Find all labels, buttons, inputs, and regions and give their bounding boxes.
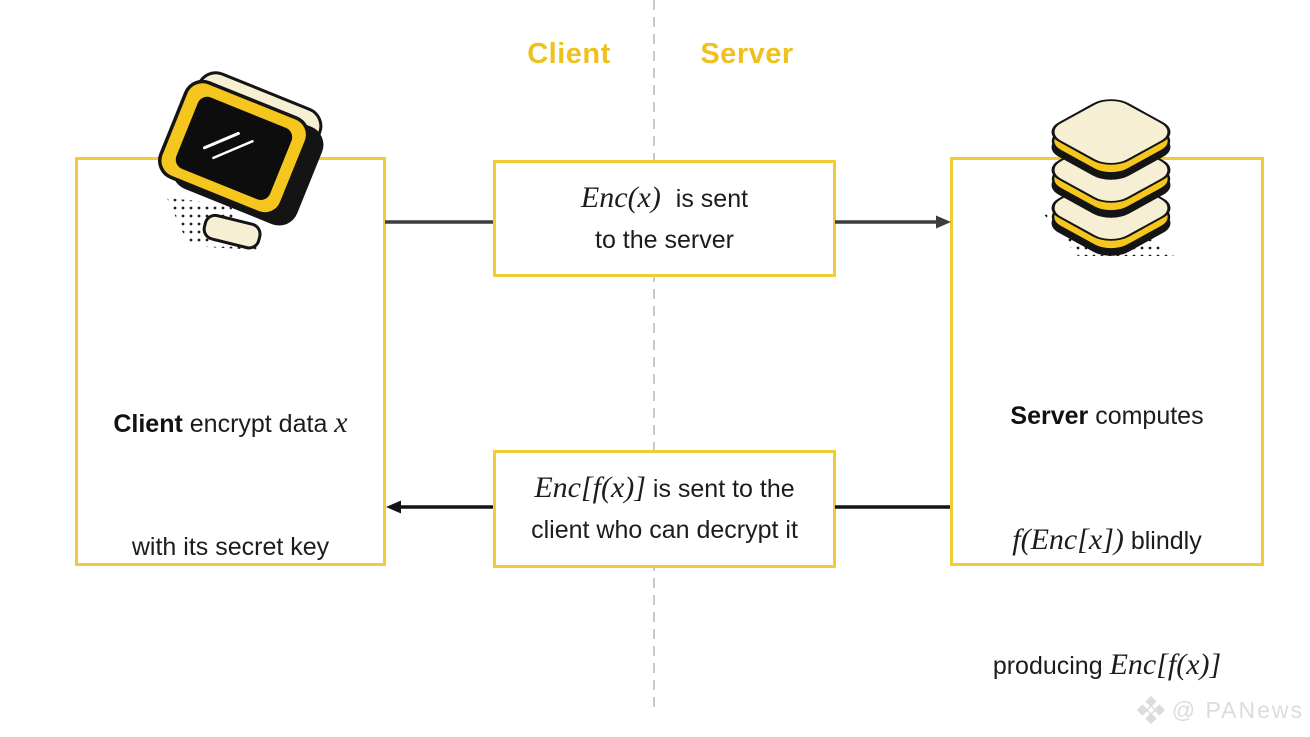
bottom-message-line2: client who can decrypt it bbox=[531, 516, 798, 544]
bottom-message-line1: Enc[f(x)] is sent to the bbox=[534, 467, 794, 510]
enc-x-formula: Enc(x) bbox=[580, 180, 661, 214]
client-server-divider-line bbox=[653, 0, 655, 712]
top-message-line2: to the server bbox=[595, 225, 734, 254]
client-to-message-connector bbox=[385, 220, 493, 224]
enc-f-x-result-formula: Enc[f(x)] bbox=[1109, 648, 1222, 681]
client-caption-bold: Client bbox=[113, 410, 183, 438]
watermark: @ PANews bbox=[1136, 696, 1304, 724]
watermark-text: @ PANews bbox=[1171, 696, 1304, 723]
enc-f-x-formula: Enc[f(x)] bbox=[534, 471, 646, 504]
arrow-head-left bbox=[386, 500, 401, 514]
message-to-client-arrow bbox=[386, 500, 493, 514]
panews-logo-icon bbox=[1136, 696, 1165, 724]
server-caption-line2-rest: blindly bbox=[1123, 527, 1202, 555]
f-enc-x-formula: f(Enc[x]) bbox=[1012, 523, 1124, 556]
top-message-line1-rest: is sent bbox=[668, 184, 749, 213]
x-variable: x bbox=[334, 406, 348, 439]
column-label-client: Client bbox=[527, 38, 611, 70]
bottom-message-box: Enc[f(x)] is sent to the client who can … bbox=[493, 450, 836, 568]
server-to-message-connector bbox=[835, 505, 950, 509]
database-stack-icon bbox=[1028, 86, 1194, 271]
server-caption-line3: producing Enc[f(x)] bbox=[950, 644, 1264, 687]
top-message-box: Enc(x) is sent to the server bbox=[493, 160, 836, 277]
client-caption-line1-text: encrypt data bbox=[182, 410, 335, 438]
monitor-icon bbox=[133, 70, 329, 271]
server-caption-line1: Server computes bbox=[950, 396, 1264, 437]
client-caption-line1: Client encrypt data x bbox=[75, 402, 386, 445]
server-caption: Server computes f(Enc[x]) blindly produc… bbox=[950, 314, 1264, 737]
client-caption-line2: with its secret key bbox=[131, 533, 330, 561]
bottom-message-line1-rest: is sent to the bbox=[645, 475, 795, 503]
server-caption-line1-rest: computes bbox=[1088, 402, 1204, 430]
server-caption-line2: f(Enc[x]) blindly bbox=[950, 519, 1264, 562]
top-message-line1: Enc(x) is sent bbox=[581, 177, 748, 220]
server-caption-line3-text: producing bbox=[992, 652, 1110, 680]
message-to-server-arrow bbox=[835, 215, 951, 229]
server-caption-bold: Server bbox=[1010, 402, 1089, 430]
client-caption: Client encrypt data x with its secret ke… bbox=[75, 320, 386, 650]
column-label-server: Server bbox=[700, 38, 794, 70]
arrow-head-right bbox=[936, 215, 951, 229]
